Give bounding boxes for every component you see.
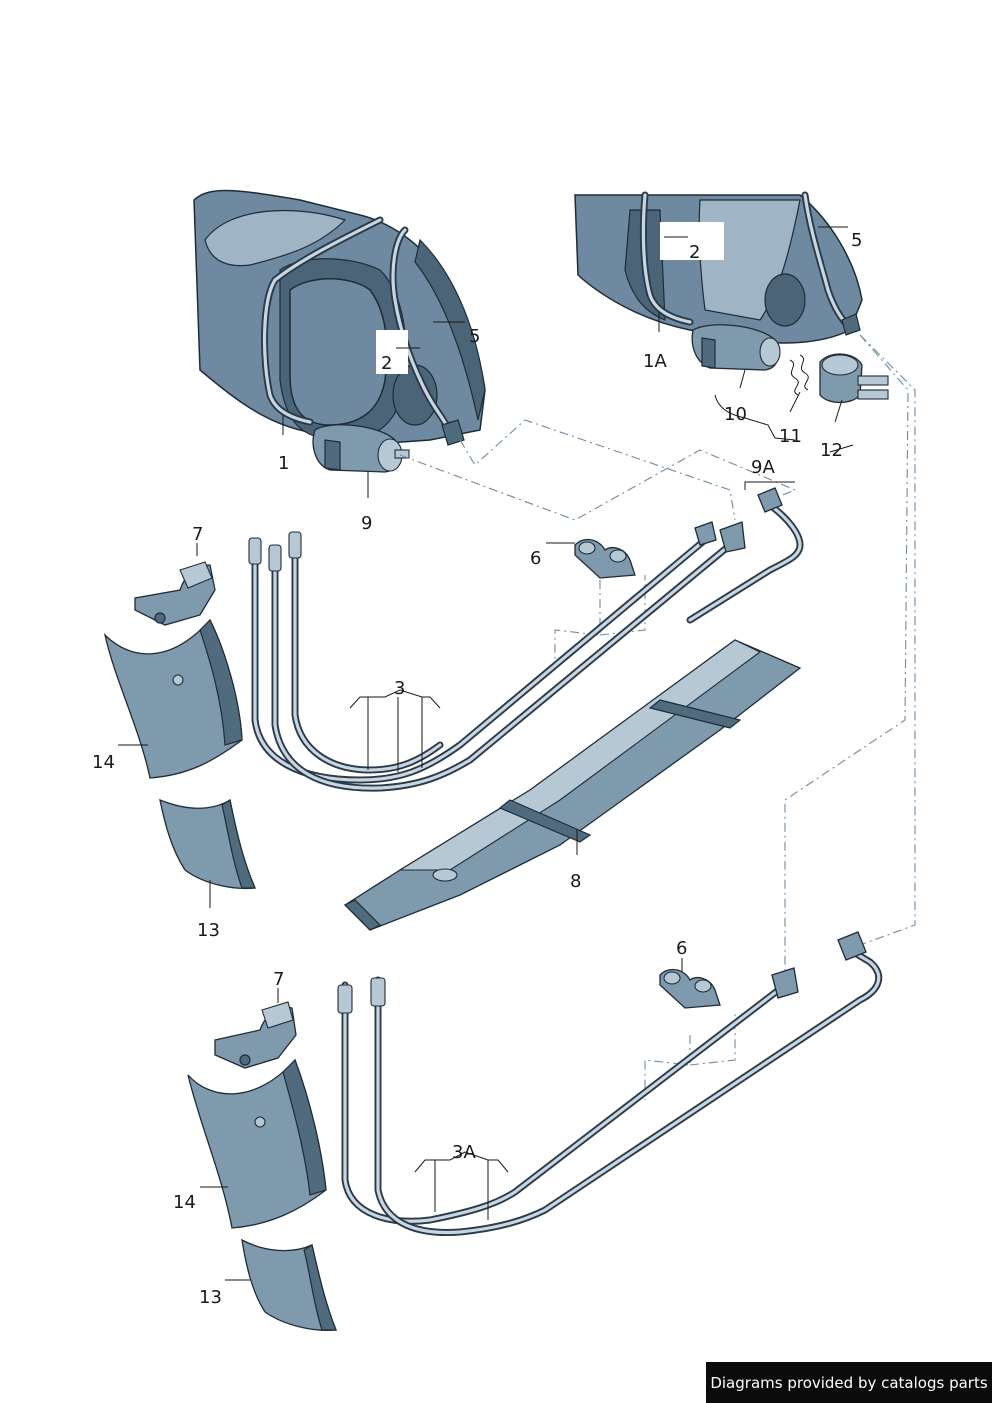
- callout-14-upper: 14: [92, 752, 115, 773]
- callout-7-upper: 7: [192, 524, 203, 545]
- label-mask-2-left: [376, 330, 408, 374]
- clip-7-upper: [134, 561, 216, 626]
- callout-11: 11: [779, 426, 802, 447]
- gasket-11: [789, 354, 809, 396]
- holder-8: [343, 639, 802, 931]
- callout-2-right: 2: [689, 242, 700, 263]
- fuel-pump-right: [691, 324, 781, 371]
- cover-14-lower: [187, 1058, 327, 1229]
- clip-6-lower: [659, 968, 721, 1009]
- callout-5-right: 5: [851, 230, 862, 251]
- fuel-lines-on-tank-right: [639, 191, 861, 336]
- label-mask-2-right: [660, 222, 724, 260]
- credit-badge: Diagrams provided by catalogs parts: [706, 1362, 992, 1403]
- callout-3a: 3A: [452, 1142, 476, 1163]
- clip-7-lower: [214, 1001, 297, 1069]
- fuel-pump-left: [312, 424, 410, 473]
- callout-8: 8: [570, 871, 581, 892]
- callout-1: 1: [278, 453, 289, 474]
- fuel-lines-3: [248, 487, 804, 792]
- cover-13-lower: [241, 1238, 337, 1332]
- callout-13-upper: 13: [197, 920, 220, 941]
- fuel-lines-3a: [337, 931, 883, 1236]
- callout-13-lower: 13: [199, 1287, 222, 1308]
- callout-5-left: 5: [469, 326, 480, 347]
- leader-lines: [118, 226, 854, 1281]
- callout-14-lower: 14: [173, 1192, 196, 1213]
- callout-9a: 9A: [751, 457, 775, 478]
- fuel-filter-12: [819, 353, 889, 404]
- callout-7-lower: 7: [273, 969, 284, 990]
- callout-labels: 1 2 5 9 1A 2 5 10 11 12 9A 6 7 3 14 8 13…: [92, 230, 862, 1308]
- callout-6-upper: 6: [530, 548, 541, 569]
- callout-1a: 1A: [643, 351, 667, 372]
- callout-10: 10: [724, 404, 747, 425]
- cover-14-upper: [103, 618, 243, 779]
- callout-12: 12: [820, 440, 843, 461]
- callout-3: 3: [394, 678, 405, 699]
- credit-text: Diagrams provided by catalogs parts: [710, 1373, 988, 1392]
- fuel-tank-left: [193, 189, 486, 446]
- callout-2-left: 2: [381, 353, 392, 374]
- clip-6-upper: [574, 538, 636, 579]
- cover-13-upper: [159, 798, 256, 890]
- callout-6-lower: 6: [676, 938, 687, 959]
- callout-9: 9: [361, 513, 372, 534]
